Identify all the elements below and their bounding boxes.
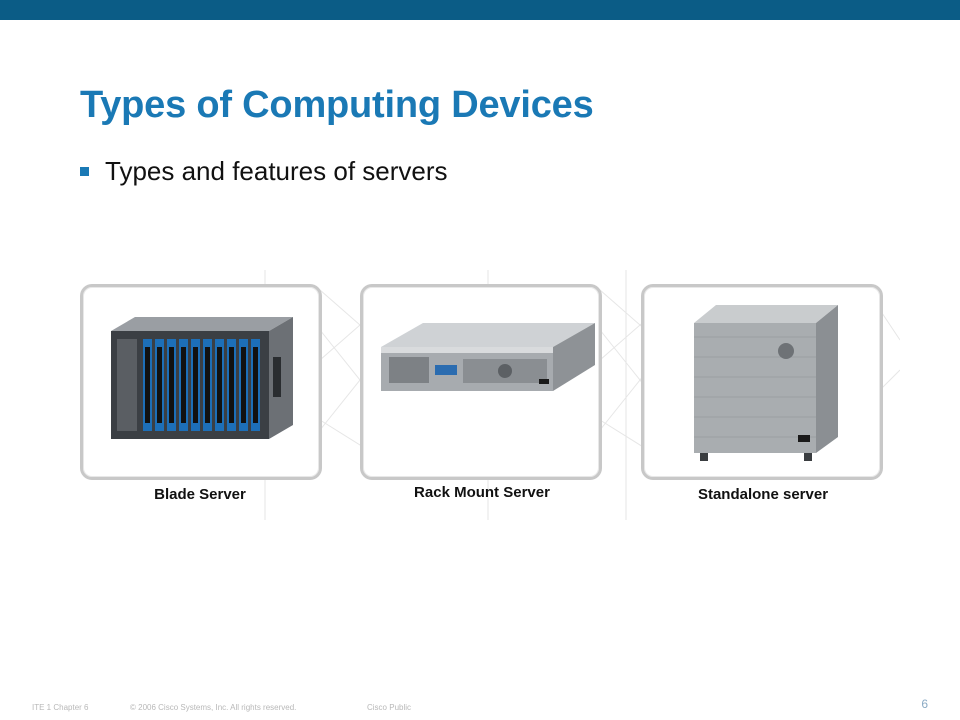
slide-title: Types of Computing Devices: [80, 84, 594, 126]
footer-copyright: © 2006 Cisco Systems, Inc. All rights re…: [130, 703, 297, 712]
standalone-server-image: [694, 305, 838, 461]
rack-mount-server-card: [360, 284, 602, 480]
top-banner: [0, 0, 960, 20]
blade-server-card: [80, 284, 322, 480]
standalone-server-card: [641, 284, 883, 480]
standalone-server-caption: Standalone server: [697, 486, 829, 503]
square-bullet-icon: [80, 167, 89, 176]
bullet-text: Types and features of servers: [105, 156, 448, 186]
footer-course: ITE 1 Chapter 6: [32, 703, 89, 712]
footer-classification: Cisco Public: [367, 703, 412, 712]
rack-mount-server-caption: Rack Mount Server: [414, 484, 550, 501]
server-types-figure: Blade Server Rack Mount Server Standalon…: [70, 270, 900, 520]
blade-server-caption: Blade Server: [154, 486, 246, 503]
page-number: 6: [921, 697, 928, 711]
rack-mount-server-image: [381, 323, 595, 391]
bullet-item: Types and features of servers: [80, 156, 448, 187]
blade-server-image: [111, 317, 293, 439]
